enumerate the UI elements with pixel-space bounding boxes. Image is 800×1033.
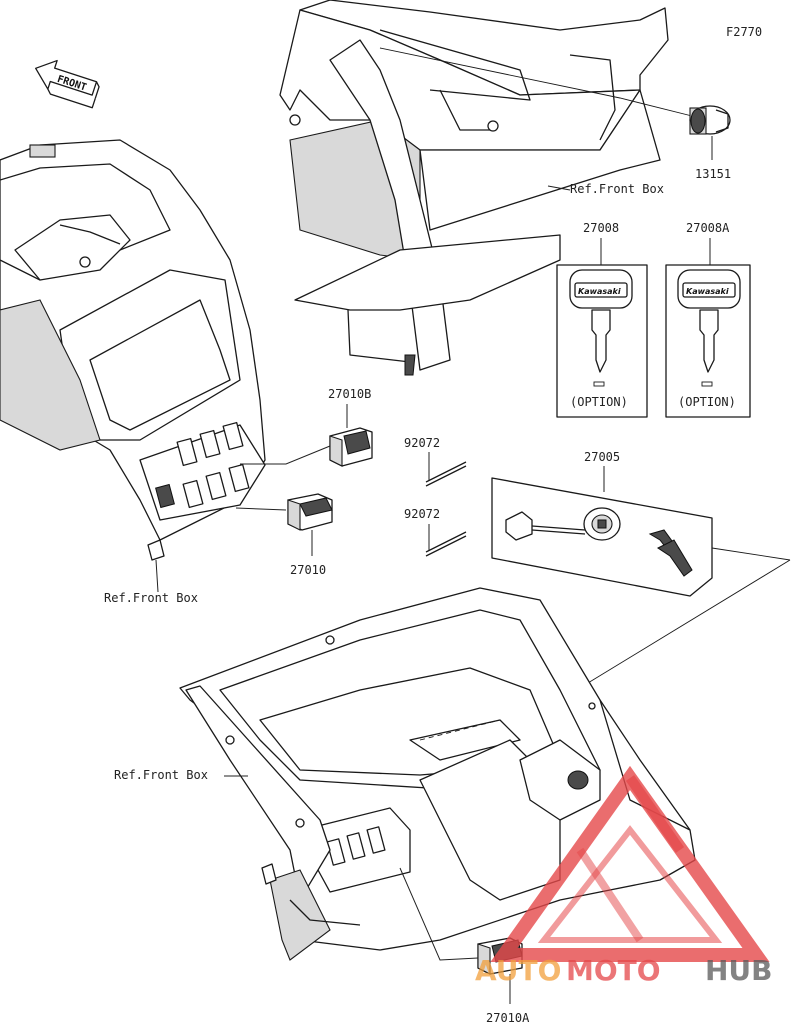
part-13151-cap [689,105,731,135]
top-dash-panel [279,0,701,376]
watermark-moto: MOTO [566,954,661,987]
ref-front-box-left: Ref.Front Box [104,591,198,605]
diagram-code: F2770 [726,25,762,39]
label-27010b: 27010B [328,387,371,401]
label-92072-b: 92072 [404,507,440,521]
label-27005: 27005 [584,450,620,464]
ref-front-box-top: Ref.Front Box [570,182,664,196]
label-27008a: 27008A [686,221,730,235]
left-front-box [0,139,266,561]
watermark-auto: AUTO [475,954,561,987]
key-27008-brand: Kawasaki [578,287,621,296]
part-27010-switch [287,493,333,531]
automotohub-logo: AUTO MOTO HUB [475,765,773,987]
part-27010b-switch [329,427,373,467]
key-27008-box: Kawasaki (OPTION) [556,264,648,418]
label-13151: 13151 [695,167,731,181]
label-92072-a: 92072 [404,436,440,450]
part-27005-ignition [491,477,713,597]
front-arrow-icon: FRONT [35,59,100,109]
watermark-hub: HUB [705,954,773,987]
key-27008a-option: (OPTION) [678,395,736,409]
key-27008a-box: Kawasaki (OPTION) [665,264,751,418]
ref-front-box-bottom: Ref.Front Box [114,768,208,782]
label-27010: 27010 [290,563,326,577]
key-27008a-brand: Kawasaki [686,287,729,296]
label-27010a: 27010A [486,1011,530,1025]
key-27008-option: (OPTION) [570,395,628,409]
label-27008: 27008 [583,221,619,235]
